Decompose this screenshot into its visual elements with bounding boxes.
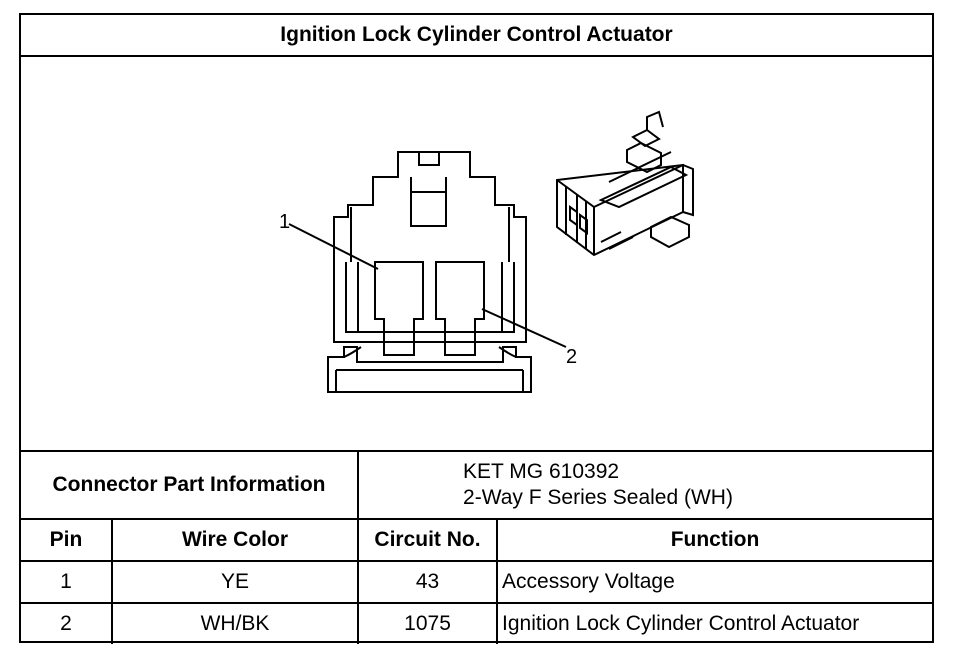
diagram-title: Ignition Lock Cylinder Control Actuator [21,15,932,57]
callout-2-label: 2 [566,346,577,368]
table-row: 2 WH/BK 1075 Ignition Lock Cylinder Cont… [21,602,933,644]
header-wire-color: Wire Color [110,518,360,562]
header-function: Function [496,518,933,562]
cell-function: Accessory Voltage [496,560,933,604]
cell-wire-color: WH/BK [110,602,360,644]
table-header-row: Pin Wire Color Circuit No. Function [21,518,933,562]
callout-1-label: 1 [279,211,290,233]
connector-iso-view [556,110,694,257]
header-circuit: Circuit No. [357,518,499,562]
cell-wire-color: YE [110,560,360,604]
connector-diagram-frame: Ignition Lock Cylinder Control Actuator [19,13,934,644]
connector-face-view [327,151,532,393]
connector-part-description: 2-Way F Series Sealed (WH) [463,486,733,509]
callout-2-leader [481,308,567,348]
cell-function: Ignition Lock Cylinder Control Actuator [496,602,933,644]
connector-part-label: Connector Part Information [21,450,360,520]
table-row: 1 YE 43 Accessory Voltage [21,560,933,604]
cell-circuit: 1075 [357,602,499,644]
header-pin: Pin [21,518,113,562]
connector-part-number: KET MG 610392 [463,460,620,483]
connector-info-table: Connector Part Information KET MG 610392… [21,450,933,644]
connector-drawing: 1 2 [279,110,694,393]
connector-figure: 1 2 [21,57,932,450]
cell-pin: 1 [21,560,113,604]
callout-1-leader [288,223,379,270]
cell-circuit: 43 [357,560,499,604]
cell-pin: 2 [21,602,113,644]
connector-part-row: Connector Part Information KET MG 610392… [21,450,933,520]
connector-part-value: KET MG 610392 2-Way F Series Sealed (WH) [357,450,933,520]
